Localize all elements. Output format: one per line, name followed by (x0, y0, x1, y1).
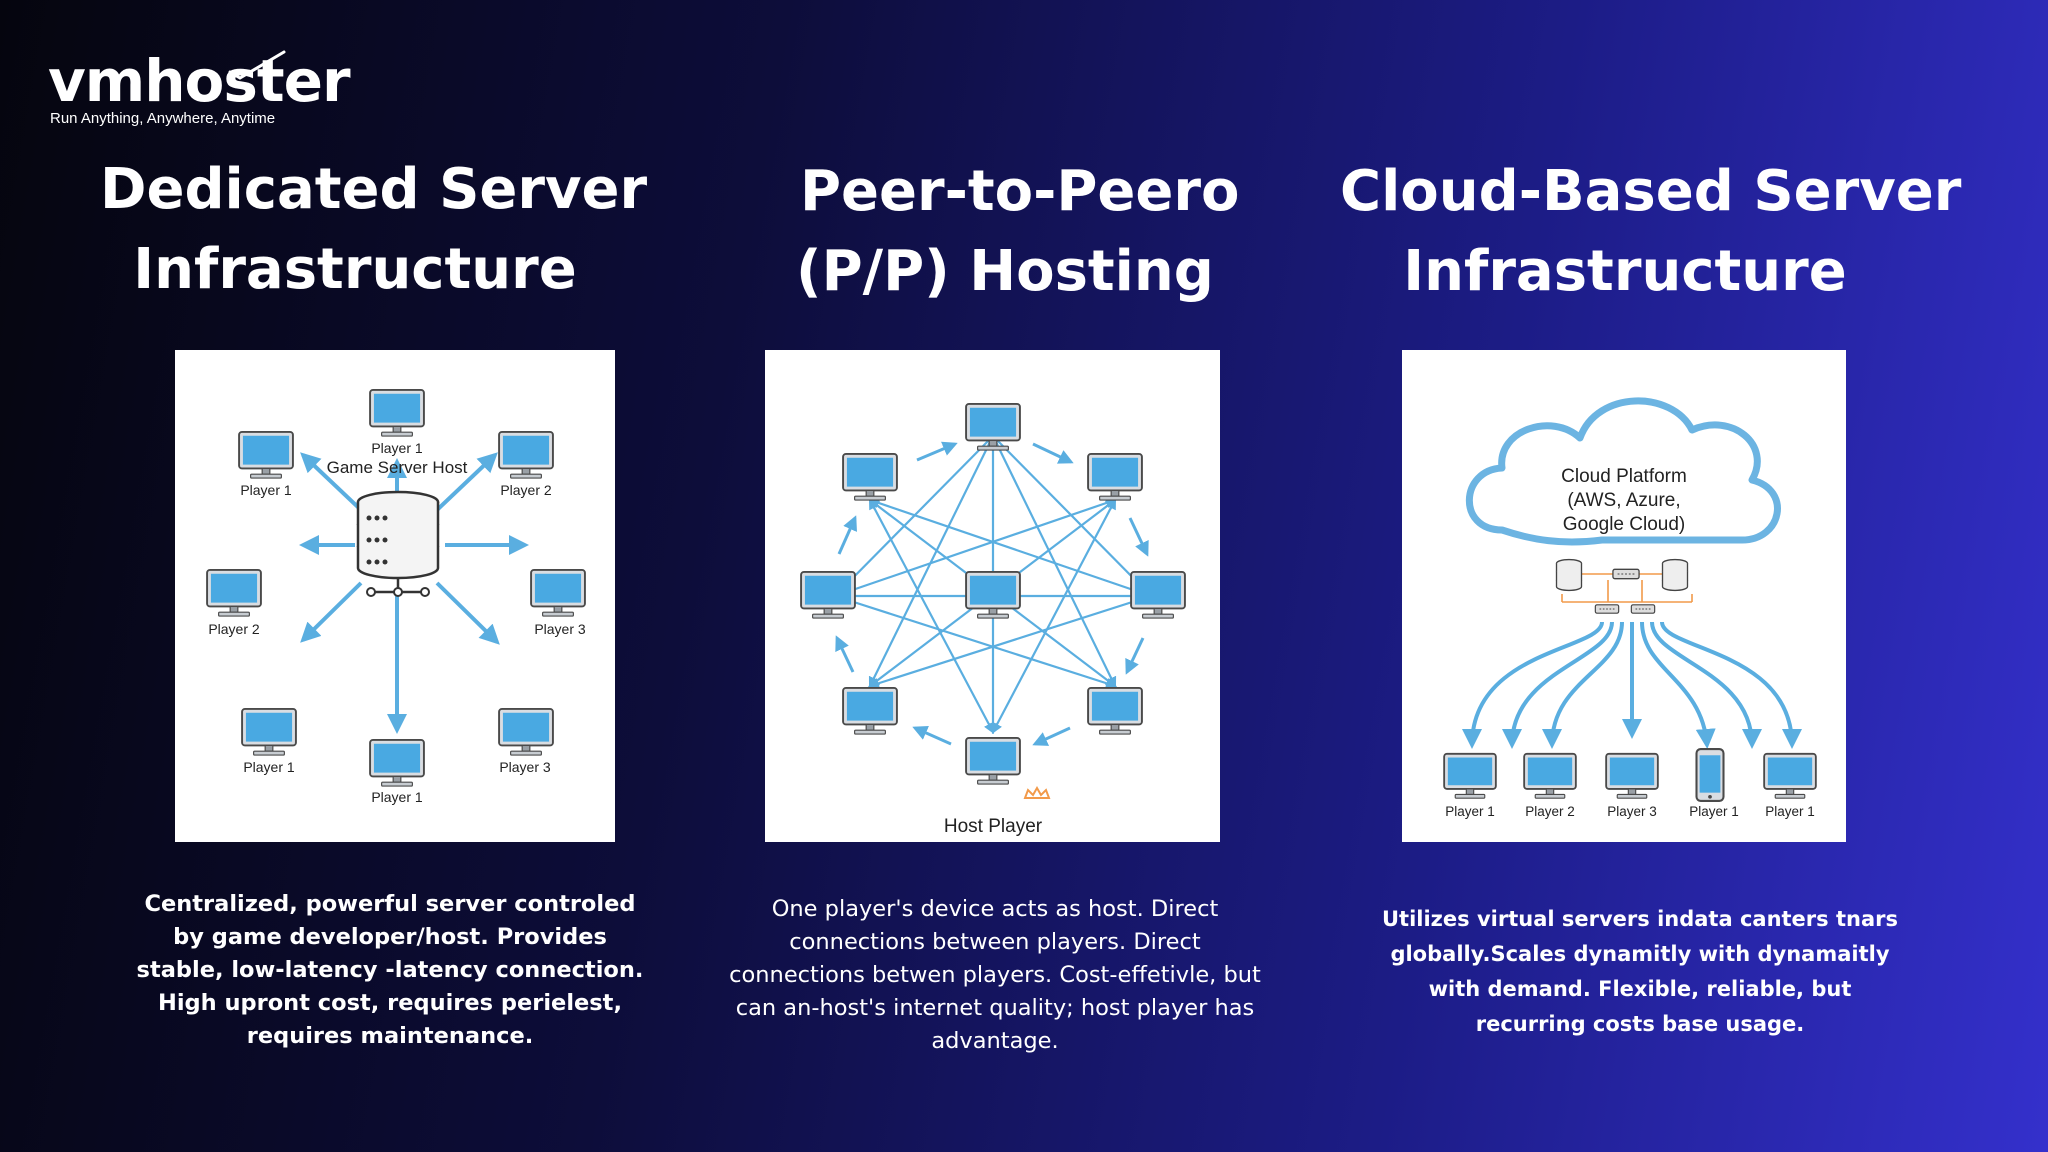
peer-monitor-icon (965, 402, 1021, 452)
dedicated-description: Centralized, powerful server controled b… (136, 891, 644, 1049)
player-monitor-icon (1443, 752, 1497, 800)
cloud-label-line3: Google Cloud) (1563, 514, 1686, 535)
cloud-diagram: Cloud Platform (AWS, Azure, Google Cloud… (1402, 350, 1846, 842)
network-switch-icon (1594, 604, 1620, 614)
cloud-label-line2: (AWS, Azure, (1567, 490, 1680, 511)
peer-monitor-icon (1087, 686, 1143, 736)
top-player-label: Player 1 (371, 440, 423, 456)
phone-icon (1695, 748, 1725, 802)
brand-tagline: Run Anything, Anywhere, Anytime (50, 110, 276, 127)
checkmark-icon (228, 50, 286, 80)
player-label: Player 3 (499, 759, 551, 775)
ring-arrows (835, 441, 1149, 746)
player-label: Player 3 (534, 621, 586, 637)
player-label: Player 2 (1525, 804, 1575, 819)
cloud-title-line2: Infrastructure (1403, 239, 1847, 304)
cloud-title-line1: Cloud-Based Server (1340, 159, 1962, 224)
player-label: Player 1 (1445, 804, 1495, 819)
p2p-title-line1: Peer-to-Peero (800, 159, 1240, 224)
player-top-monitor-icon (369, 388, 425, 438)
player-monitor-icon (241, 707, 297, 757)
cloud-description: Utilizes virtual servers indata canters … (1382, 907, 1898, 1036)
arrow-down-left (300, 581, 363, 643)
center-server-label: Game Server Host (327, 458, 468, 477)
p2p-title-line2: (P/P) Hosting (796, 239, 1214, 304)
arrow-down-right (435, 581, 500, 645)
player-monitor-icon (498, 430, 554, 480)
player-label: Player 1 (1689, 804, 1739, 819)
dedicated-title-line1: Dedicated Server (100, 157, 648, 222)
database-icon (1661, 558, 1689, 592)
peer-monitor-icon (965, 570, 1021, 620)
brand-name: vmhoster (48, 47, 351, 115)
peer-monitor-icon (1087, 452, 1143, 502)
peer-monitor-icon (842, 686, 898, 736)
player-monitor-icon (498, 707, 554, 757)
cloud-icon (1465, 397, 1781, 546)
player-monitor-icon (238, 430, 294, 480)
arrow-up-left (300, 452, 363, 512)
peer-monitor-icon (842, 452, 898, 502)
p2p-diagram: Host Player (765, 350, 1220, 842)
cloud-title: Cloud-Based Server Infrastructure (1340, 152, 1962, 312)
game-server-icon (356, 490, 440, 598)
player-monitor-icon (1523, 752, 1577, 800)
player-label: Player 2 (208, 621, 260, 637)
brand-logo: vmhoster Run Anything, Anywhere, Anytime (48, 47, 351, 130)
network-switch-icon (1630, 604, 1656, 614)
player-label: Player 1 (371, 789, 423, 805)
p2p-title: Peer-to-Peero (P/P) Hosting (760, 152, 1240, 312)
player-label: Player 1 (240, 482, 292, 498)
player-monitor-icon (369, 738, 425, 788)
host-monitor-icon (965, 736, 1021, 786)
cloud-to-player-arrows (1462, 621, 1802, 749)
player-label: Player 2 (500, 482, 552, 498)
player-monitor-icon (206, 568, 262, 618)
p2p-description: One player's device acts as host. Direct… (729, 896, 1261, 1054)
player-label: Player 1 (1765, 804, 1815, 819)
arrow-up-right (435, 452, 498, 512)
player-monitor-icon (1763, 752, 1817, 800)
peer-monitor-icon (1130, 570, 1186, 620)
cloud-label-line1: Cloud Platform (1561, 466, 1687, 487)
database-icon (1555, 558, 1583, 592)
player-label: Player 3 (1607, 804, 1657, 819)
host-player-label: Host Player (944, 816, 1043, 837)
dedicated-title: Dedicated Server Infrastructure (100, 150, 648, 310)
peer-monitor-icon (800, 570, 856, 620)
player-monitor-icon (530, 568, 586, 618)
player-label: Player 1 (243, 759, 295, 775)
player-monitor-icon (1605, 752, 1659, 800)
network-switch-icon (1612, 568, 1640, 580)
dedicated-diagram: Player 1 Game Server Host Player 1 Playe… (175, 350, 615, 842)
dedicated-title-line2: Infrastructure (133, 237, 577, 302)
crown-icon (1023, 785, 1051, 799)
